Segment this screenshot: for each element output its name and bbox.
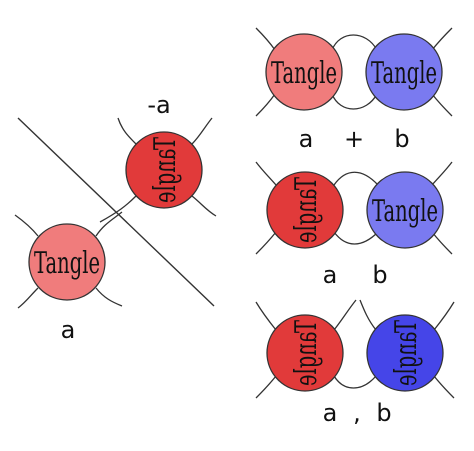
strand [255,161,277,186]
tangle-ball [125,131,203,209]
strand [255,93,276,117]
sum-row: Tangle Tangle [255,27,453,117]
label-a: a [61,316,76,344]
tangle-ball [28,223,106,301]
product-label-b: b [372,261,387,289]
strand [359,299,377,331]
strand [431,161,453,186]
strand [333,231,379,245]
strand [331,34,378,51]
strand [333,375,377,389]
strand [95,287,123,307]
sum-label-plus: + [344,125,364,153]
product-row: Tangle Tangle [255,161,453,255]
strand [117,117,137,145]
tangle-text: Tangle [271,56,337,91]
tangle-text-mirrored: Tangle [148,137,183,203]
comma-label-b: b [376,399,391,427]
tangle-text-mirrored: Tangle [289,177,324,243]
tangle-ball-a [266,314,344,392]
strand [431,231,453,255]
label-minus-a: -a [147,91,170,119]
tangle-text: Tangle [372,194,438,229]
strand [333,171,379,186]
strand [433,301,455,331]
strand [95,211,123,237]
tangle-ball-b [366,314,444,392]
comma-row: Tangle Tangle [255,299,455,399]
strand [255,301,277,331]
tangle-text-mirrored: Tangle [289,320,324,386]
tangle-text: Tangle [34,246,100,281]
tangle-ball-b [366,171,444,249]
product-label-a: a [323,261,338,289]
sum-label-a: a [299,125,314,153]
sum-label-b: b [394,125,409,153]
tangle-ball-b [365,33,443,111]
tangle-ball-a [265,33,343,111]
tangle-ball-a [266,171,344,249]
strand [255,375,277,399]
strand [99,195,137,223]
strand [255,27,276,51]
strand [331,93,378,110]
tangle-a-left: Tangle [14,211,123,309]
strand [17,287,39,309]
tangle-text-mirrored: Tangle [389,320,424,386]
strand [191,195,217,217]
comma-label-comma: , [353,399,361,427]
strand [433,375,455,399]
comma-label-a: a [323,399,338,427]
strand [14,214,39,237]
strand [191,117,213,145]
strand [255,231,277,255]
strand [431,93,453,117]
strand [333,299,357,331]
strand [431,27,453,51]
tangle-minus-a: Tangle [99,117,217,223]
tangle-text: Tangle [371,56,437,91]
